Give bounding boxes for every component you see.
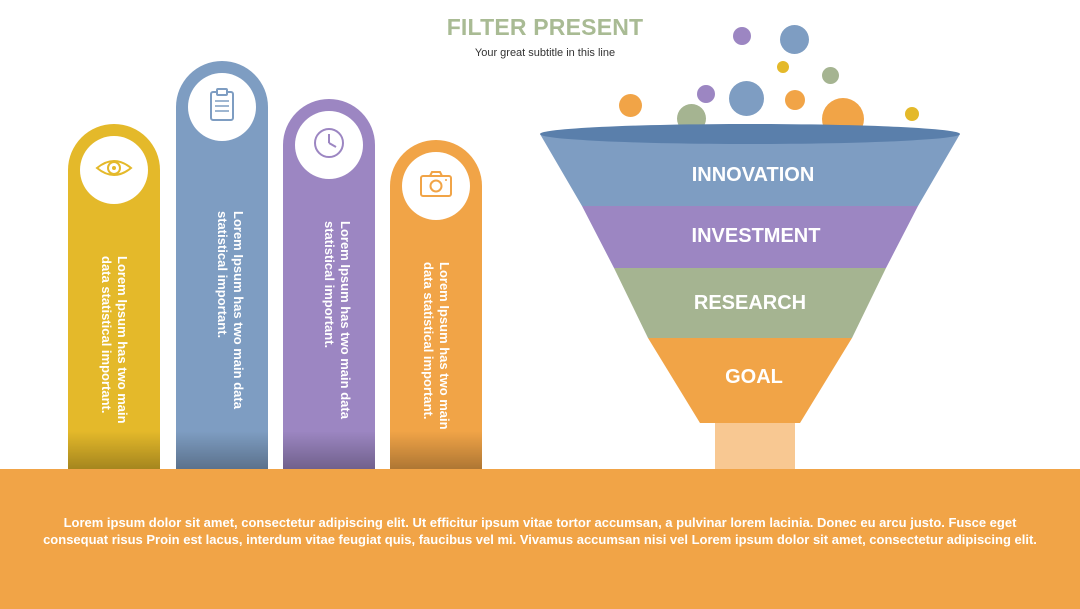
- clock-icon: [309, 123, 349, 168]
- funnel-rim: [540, 124, 960, 144]
- funnel-stage-innovation: [540, 134, 960, 206]
- funnel-stem: [715, 422, 795, 469]
- footer-band: [0, 469, 1080, 609]
- bubble: [780, 25, 809, 54]
- funnel-label-investment: INVESTMENT: [691, 225, 821, 247]
- funnel-label-innovation: INNOVATION: [691, 164, 815, 186]
- pillar-2: Lorem Ipsum has two main data statistica…: [176, 61, 268, 469]
- bubble: [822, 67, 839, 84]
- bubble: [697, 85, 715, 103]
- funnel-stage-research: [614, 268, 886, 338]
- funnel-stage-goal: [648, 338, 852, 423]
- pillar-4: Lorem Ipsum has two main data statistica…: [390, 140, 482, 469]
- bubble: [619, 94, 642, 117]
- bubble: [785, 90, 805, 110]
- camera-icon: [416, 164, 456, 209]
- funnel-label-research: RESEARCH: [693, 292, 807, 314]
- pillar-2-shade: [176, 431, 268, 469]
- pillar-4-icon-disc: [402, 152, 470, 220]
- pillar-3: Lorem Ipsum has two main data statistica…: [283, 99, 375, 469]
- funnel-label-goal: GOAL: [725, 366, 783, 388]
- pillar-1-shade: [68, 431, 160, 469]
- funnel-stage-investment: [582, 206, 918, 268]
- bubble: [729, 81, 764, 116]
- pillar-1-icon-disc: [80, 136, 148, 204]
- pillar-3-icon-disc: [295, 111, 363, 179]
- bubble: [777, 61, 789, 73]
- pillar-1-text: Lorem Ipsum has two main data statistica…: [99, 256, 130, 424]
- page-title: FILTER PRESENT: [446, 14, 644, 40]
- bubble: [733, 27, 751, 45]
- pillar-4-shade: [390, 431, 482, 469]
- footer-text: Lorem ipsum dolor sit amet, consectetur …: [43, 515, 1037, 547]
- pillar-4-text: Lorem Ipsum has two main data statistica…: [421, 262, 452, 430]
- pillar-3-text: Lorem Ipsum has two main data statistica…: [322, 221, 353, 419]
- pillar-2-icon-disc: [188, 73, 256, 141]
- eye-icon: [94, 148, 134, 193]
- bubble: [905, 107, 919, 121]
- pillar-3-shade: [283, 431, 375, 469]
- pillar-1: Lorem Ipsum has two main data statistica…: [68, 124, 160, 469]
- clipboard-icon: [202, 85, 242, 130]
- pillar-2-text: Lorem Ipsum has two main data statistica…: [215, 211, 246, 409]
- funnel: [540, 124, 960, 423]
- page-subtitle: Your great subtitle in this line: [474, 47, 616, 59]
